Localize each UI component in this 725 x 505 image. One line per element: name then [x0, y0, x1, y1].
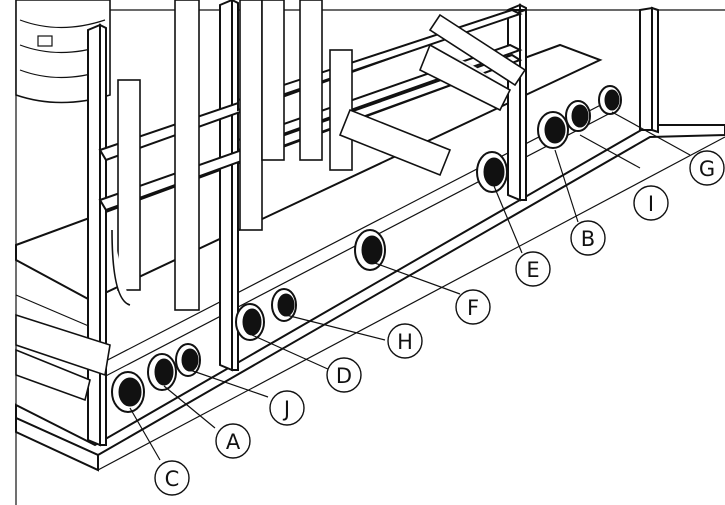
callout-e: E	[515, 251, 551, 287]
vertical-pipes	[111, 0, 353, 311]
callout-h-label: H	[397, 330, 413, 354]
callout-a: A	[215, 423, 251, 459]
fittings	[111, 85, 622, 413]
callout-j-label: J	[282, 397, 290, 421]
callout-f-label: F	[467, 296, 479, 320]
callout-i: I	[633, 185, 669, 221]
leader-lines	[129, 111, 691, 461]
callout-g: G	[689, 150, 725, 186]
callout-j: J	[269, 390, 305, 426]
callout-d: D	[326, 357, 362, 393]
callout-a-label: A	[226, 430, 241, 454]
callout-e-label: E	[526, 258, 539, 282]
callout-f: F	[455, 289, 491, 325]
callout-b: B	[570, 220, 606, 256]
tank	[15, 0, 111, 104]
callout-d-label: D	[336, 364, 352, 388]
callout-h: H	[387, 323, 423, 359]
callout-c: C	[154, 460, 190, 496]
callout-b-label: B	[581, 227, 595, 251]
callout-i-label: I	[648, 192, 654, 216]
hoses	[15, 13, 527, 402]
callout-c-label: C	[165, 467, 180, 491]
callout-g-label: G	[699, 157, 715, 181]
